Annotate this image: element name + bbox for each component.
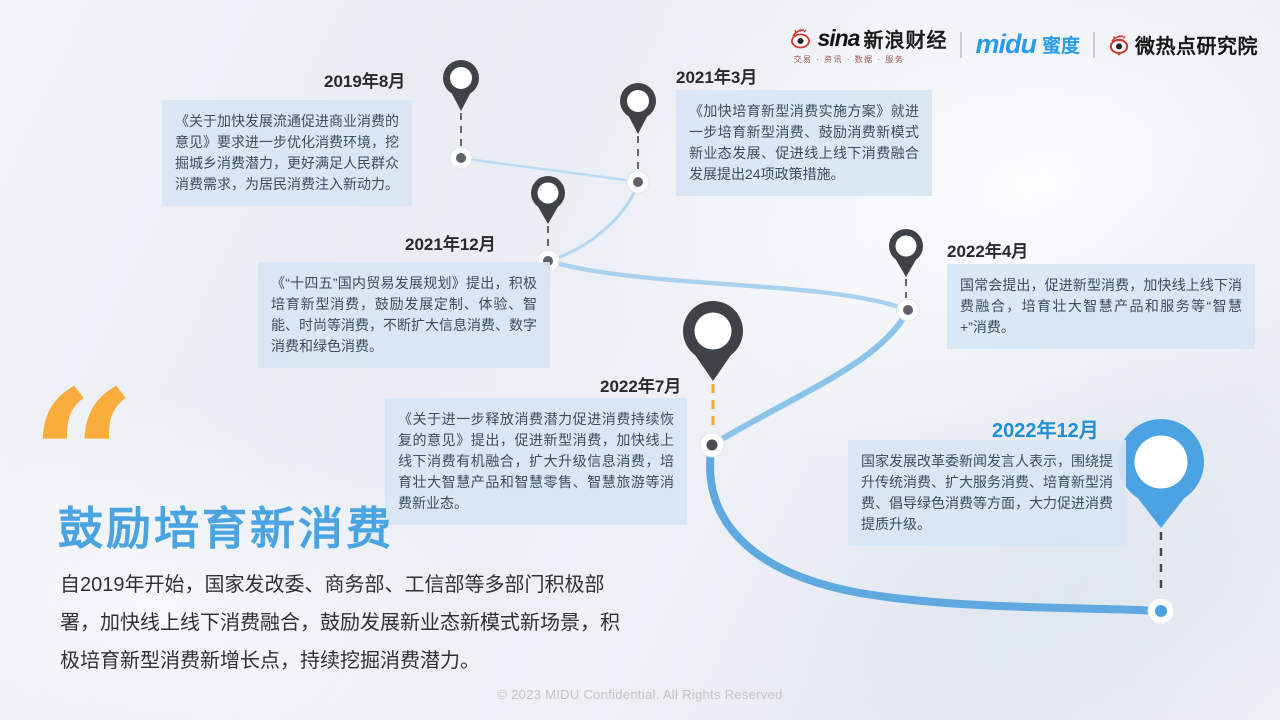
timeline-curve-seg1 [459,156,640,184]
logo-bar: sina 新浪财经 交易 · 资讯 · 数据 · 服务 midu 蜜度 微热点研… [789,24,1258,65]
pin-2019-08 [443,60,479,111]
quote-mark-icon: “ [30,349,137,567]
event-date-2022-12: 2022年12月 [992,420,1099,442]
pin-2022-07 [683,301,743,381]
midu-label: 蜜度 [1041,36,1080,57]
event-date-2021-12: 2021年12月 [405,235,496,254]
pin-2022-12 [1118,419,1204,528]
page-title: 鼓励培育新消费 [58,503,395,554]
timeline-curve-seg4 [709,307,911,448]
pin-2022-04 [889,229,923,277]
node-2021-03 [626,170,650,194]
event-date-2022-04: 2022年4月 [947,242,1029,261]
node-2022-12 [1147,597,1175,625]
sina-finance-logo: sina 新浪财经 交易 · 资讯 · 数据 · 服务 [789,24,947,65]
sina-eye-icon [791,28,811,48]
event-card-2021-03: 《加快培育新型消费实施方案》就进一步培育新型消费、鼓励消费新模式新业态发展、促进… [676,90,932,196]
sina-tagline: 交易 · 资讯 · 数据 · 服务 [793,55,905,64]
pin-2021-03 [620,83,656,134]
pin-2021-12 [531,176,565,224]
event-card-2022-04: 国常会提出，促进新型消费，加快线上线下消费融合，培育壮大智慧产品和服务等“智慧+… [947,264,1255,349]
event-card-2022-12: 国家发展改革委新闻发言人表示，围绕提升传统消费、扩大服务消费、培育新型消费、倡导… [848,440,1126,546]
sina-wordmark: sina [817,25,860,51]
summary-paragraph: 自2019年开始，国家发改委、商务部、工信部等多部门积极部署，加快线上线下消费融… [60,574,620,672]
midu-logo: midu 蜜度 [975,29,1080,60]
event-card-2022-07: 《关于进一步释放消费潜力促进消费持续恢复的意见》提出，促进新型消费，加快线上线下… [385,398,687,525]
timeline-curve-seg3 [545,258,911,313]
event-date-2022-07: 2022年7月 [600,377,682,396]
node-2019-08 [449,146,473,170]
midu-wordmark: midu [975,29,1036,59]
event-date-2021-03: 2021年3月 [676,68,758,87]
event-date-2019-08: 2019年8月 [324,72,406,91]
node-2022-04 [896,298,920,322]
logo-divider [1093,31,1095,58]
weihotspot-label: 微热点研究院 [1135,36,1258,58]
weihotspot-eye-icon [1109,34,1129,55]
copyright-notice: © 2023 MIDU Confidential. All Rights Res… [497,687,783,702]
node-2022-07 [699,432,725,458]
timeline-curve-seg5 [706,441,1165,615]
event-card-2021-12: 《“十四五”国内贸易发展规划》提出，积极培育新型消费，鼓励发展定制、体验、智能、… [258,262,550,368]
event-card-2019-08: 《关于加快发展流通促进商业消费的意见》要求进一步优化消费环境，挖掘城乡消费潜力，… [162,100,412,206]
weihotspot-research-logo: 微热点研究院 [1108,30,1258,59]
sina-finance-label: 新浪财经 [863,30,948,52]
logo-divider [960,31,963,58]
